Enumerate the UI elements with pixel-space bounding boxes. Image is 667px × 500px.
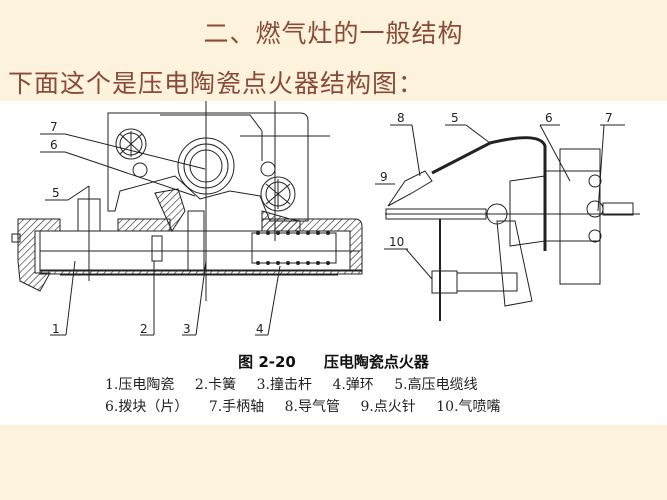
figure-caption-text: 压电陶瓷点火器 bbox=[323, 353, 429, 371]
legend-item: 8.导气管 bbox=[284, 399, 340, 415]
callout-1: 1 bbox=[52, 322, 60, 336]
legend-row-1: 1.压电陶瓷 2.卡簧 3.撞击杆 4.弹环 5.高压电缆线 bbox=[105, 374, 494, 394]
callout-7-left: 7 bbox=[50, 120, 58, 134]
legend-item: 10.气喷嘴 bbox=[436, 399, 501, 415]
callout-7-right: 7 bbox=[605, 111, 613, 125]
legend-item: 5.高压电缆线 bbox=[394, 377, 478, 393]
callout-4: 4 bbox=[256, 322, 264, 336]
legend-row-2: 6.拨块（片） 7.手柄轴 8.导气管 9.点火针 10.气喷嘴 bbox=[105, 396, 517, 416]
legend-item: 3.撞击杆 bbox=[256, 377, 312, 393]
slide-title: 二、燃气灶的一般结构 bbox=[203, 19, 464, 48]
legend-item: 6.拨块（片） bbox=[105, 399, 189, 415]
callout-5-right: 5 bbox=[451, 111, 459, 125]
callout-10: 10 bbox=[389, 235, 404, 249]
callout-5-left: 5 bbox=[52, 186, 60, 200]
callout-3: 3 bbox=[183, 322, 191, 336]
figure-number: 图 2-20 bbox=[238, 353, 296, 371]
igniter-figure: 7 6 5 1 2 3 4 bbox=[0, 101, 667, 425]
igniter-diagram: 7 6 5 1 2 3 4 bbox=[11, 101, 640, 336]
callout-6-left: 6 bbox=[50, 138, 58, 152]
right-assembly-view bbox=[375, 124, 640, 321]
legend-item: 9.点火针 bbox=[360, 399, 416, 415]
slide-subtitle: 下面这个是压电陶瓷点火器结构图： bbox=[8, 69, 425, 98]
callout-6-right: 6 bbox=[545, 111, 553, 125]
legend-item: 1.压电陶瓷 bbox=[105, 377, 175, 393]
left-cross-section bbox=[11, 101, 363, 336]
legend-item: 2.卡簧 bbox=[194, 377, 237, 393]
callout-8: 8 bbox=[397, 111, 405, 125]
callout-9: 9 bbox=[380, 170, 388, 184]
legend-item: 4.弹环 bbox=[332, 377, 374, 393]
callout-2: 2 bbox=[140, 322, 148, 336]
figure-caption: 图 2-20 压电陶瓷点火器 bbox=[0, 351, 667, 372]
legend-item: 7.手柄轴 bbox=[208, 399, 265, 415]
